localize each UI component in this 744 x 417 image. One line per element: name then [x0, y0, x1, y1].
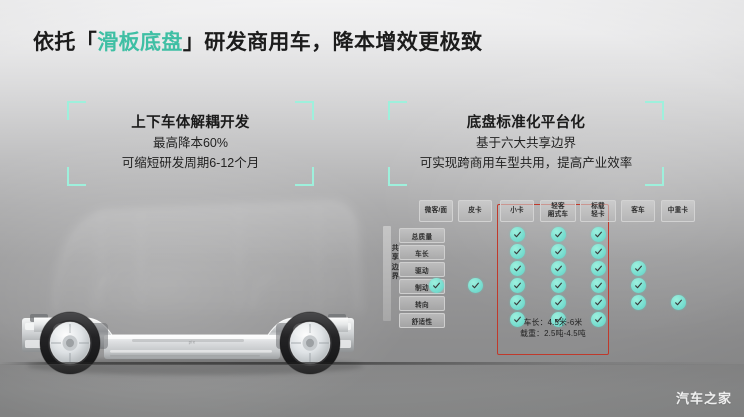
floor-glow [0, 364, 744, 390]
matrix-column-header-label: 小卡 [510, 206, 524, 214]
axis-bar [383, 226, 391, 321]
matrix-column-header[interactable]: 微客/面 [419, 200, 453, 222]
matrix-check-icon[interactable] [550, 261, 566, 276]
matrix-check-icon[interactable] [428, 278, 444, 293]
matrix-check-icon[interactable] [630, 261, 646, 276]
matrix-column-header-label: 厢式车 [547, 211, 569, 218]
panel-line: 最高降本60% [152, 136, 229, 150]
matrix-check-icon[interactable] [509, 312, 525, 327]
page-title: 依托「滑板底盘」研发商用车，降本增效更极致 [33, 26, 482, 56]
panel-heading: 上下车体解耦开发 [131, 115, 250, 131]
matrix-check-icon[interactable] [467, 278, 483, 293]
highlight-note-line: 车长：4.5米-6米 [523, 318, 583, 327]
matrix-check-icon[interactable] [509, 244, 525, 259]
matrix-check-icon[interactable] [550, 278, 566, 293]
matrix-check-icon[interactable] [509, 278, 525, 293]
matrix-column-header-label: 中重卡 [667, 206, 689, 214]
title-suffix: 」研发商用车，降本增效更极致 [182, 31, 483, 54]
matrix-column-header[interactable]: 标载轻卡 [580, 200, 616, 222]
matrix-check-icon[interactable] [550, 244, 566, 259]
matrix-check-icon[interactable] [509, 261, 525, 276]
matrix-check-icon[interactable] [550, 295, 566, 310]
matrix-check-icon[interactable] [550, 227, 566, 242]
matrix-check-icon[interactable] [550, 312, 566, 327]
matrix-column-header[interactable]: 客车 [621, 200, 655, 222]
matrix-column-header-label: 轻卡 [591, 211, 605, 218]
panel-line: 可缩短研发周期6-12个月 [121, 156, 260, 170]
corner-bracket-bottom-left-icon [388, 167, 407, 186]
panel-line: 基于六大共享边界 [475, 136, 576, 150]
matrix-row-header[interactable]: 总质量 [399, 228, 445, 243]
matrix-check-icon[interactable] [590, 312, 606, 327]
matrix-row-header[interactable]: 车长 [399, 245, 445, 260]
matrix-check-icon[interactable] [590, 261, 606, 276]
corner-bracket-top-left-icon [67, 101, 86, 120]
corner-bracket-bottom-left-icon [67, 167, 86, 186]
corner-bracket-bottom-right-icon [645, 167, 664, 186]
matrix-column-header[interactable]: 中重卡 [661, 200, 695, 222]
panel-heading: 底盘标准化平台化 [466, 115, 586, 131]
matrix-column-header-label: 微客/面 [424, 206, 448, 214]
highlight-note-line: 载重：2.5吨-4.5吨 [520, 328, 586, 338]
matrix-check-icon[interactable] [670, 295, 686, 310]
corner-bracket-bottom-right-icon [295, 167, 314, 186]
matrix-check-icon[interactable] [590, 244, 606, 259]
matrix-column-header-label: 客车 [631, 206, 645, 214]
matrix-axis-label: 共享边界 [391, 245, 400, 281]
matrix-column-header[interactable]: 皮卡 [458, 200, 492, 222]
matrix-column-header-label: 皮卡 [468, 206, 482, 214]
svg-text:pix: pix [189, 339, 196, 344]
compatibility-matrix: 共享边界 微客/面皮卡小卡轻客厢式车标载轻卡客车中重卡 总质量车长驱动制动转向舒… [380, 200, 744, 365]
highlight-note: 车长：4.5米-6米载重：2.5吨-4.5吨 [497, 318, 609, 339]
title-highlight: 滑板底盘 [97, 31, 183, 54]
matrix-row-header[interactable]: 转向 [399, 296, 445, 311]
matrix-check-icon[interactable] [509, 295, 525, 310]
matrix-check-icon[interactable] [590, 227, 606, 242]
watermark: 汽车之家 [675, 391, 732, 406]
corner-bracket-top-right-icon [295, 101, 314, 120]
panel-line: 可实现跨商用车型共用，提高产业效率 [419, 156, 633, 170]
title-prefix: 依托「 [33, 31, 98, 54]
matrix-column-header-label: 轻客 [551, 202, 565, 210]
matrix-check-icon[interactable] [509, 227, 525, 242]
skateboard-chassis-illustration: pix [0, 190, 400, 417]
corner-bracket-top-right-icon [645, 101, 664, 120]
feature-panel-standardized-chassis: 底盘标准化平台化 基于六大共享边界 可实现跨商用车型共用，提高产业效率 [388, 101, 664, 186]
matrix-row-header[interactable]: 驱动 [399, 262, 445, 277]
corner-bracket-top-left-icon [388, 101, 407, 120]
floor-line [0, 362, 744, 365]
matrix-row-header[interactable]: 舒适性 [399, 313, 445, 328]
matrix-check-icon[interactable] [590, 295, 606, 310]
matrix-column-header[interactable]: 小卡 [500, 200, 534, 222]
matrix-check-icon[interactable] [630, 295, 646, 310]
feature-panel-decoupled-body: 上下车体解耦开发 最高降本60% 可缩短研发周期6-12个月 [67, 101, 314, 186]
matrix-column-header[interactable]: 轻客厢式车 [540, 200, 576, 222]
matrix-column-header-label: 标载 [591, 202, 605, 210]
matrix-check-icon[interactable] [590, 278, 606, 293]
matrix-check-icon[interactable] [630, 278, 646, 293]
